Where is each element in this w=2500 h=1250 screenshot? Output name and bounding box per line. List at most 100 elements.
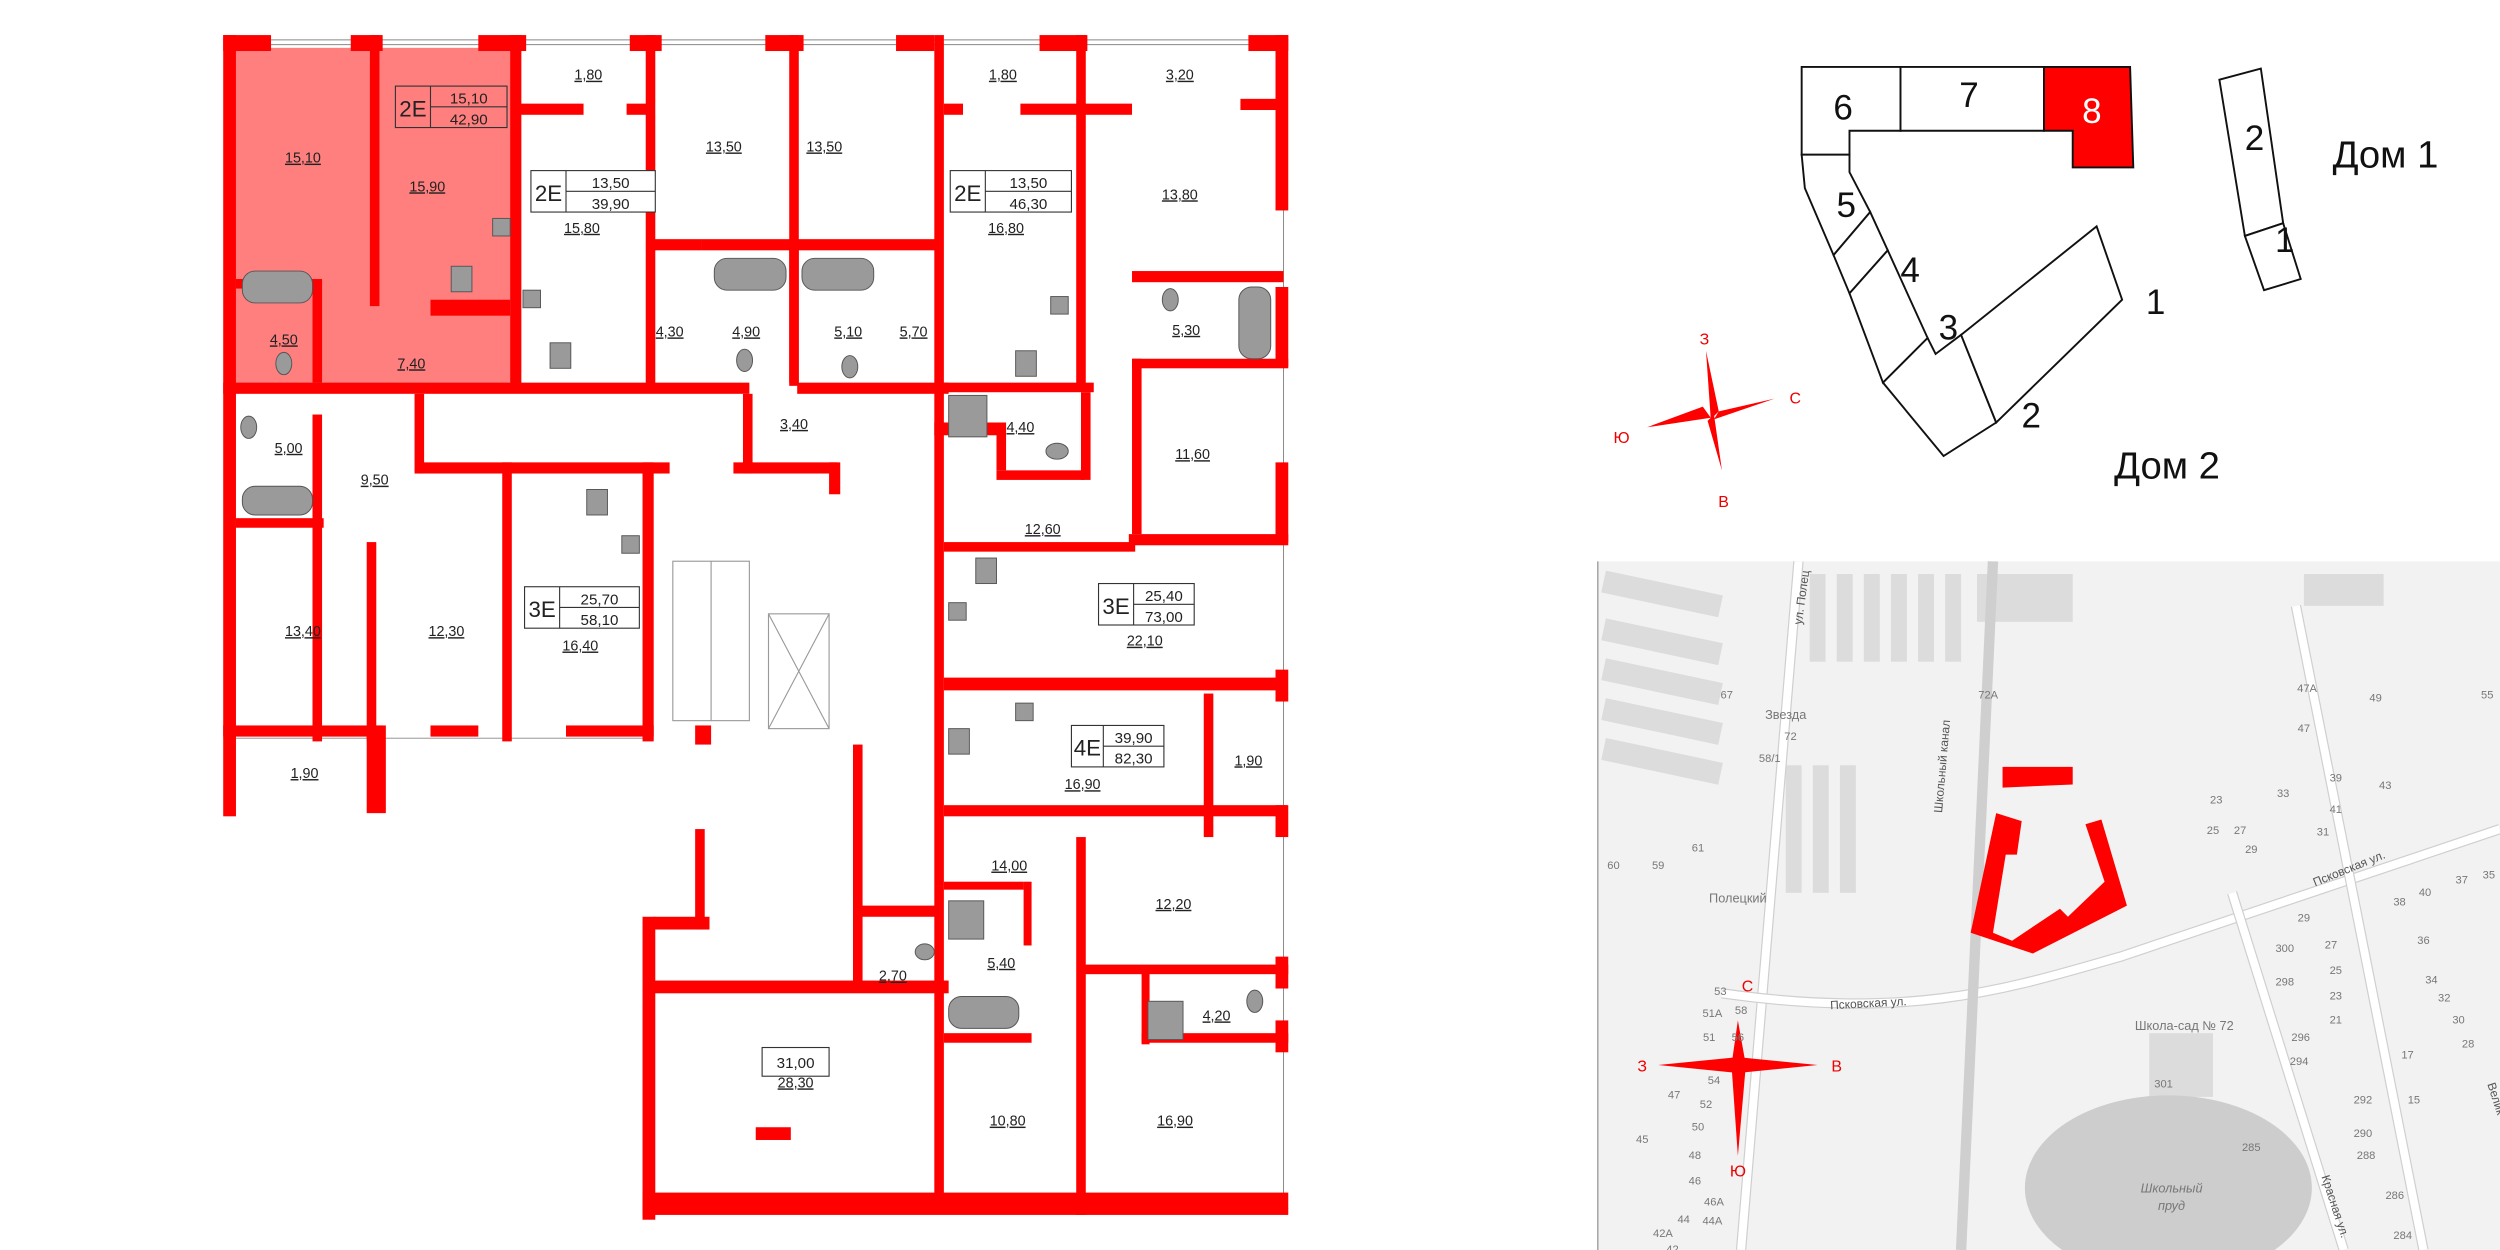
- room-area: 22,10: [1127, 634, 1163, 650]
- house-number-label: 301: [2154, 1078, 2173, 1090]
- house-number-label: 298: [2275, 976, 2294, 988]
- house-number-label: 60: [1607, 860, 1619, 872]
- house-number-label: 59: [1652, 860, 1664, 872]
- section-number: 4: [1900, 251, 1920, 290]
- compass-label: В: [1718, 494, 1729, 511]
- house-number-label: 296: [2291, 1032, 2310, 1044]
- house-number-label: 39: [2330, 772, 2342, 784]
- sink-icon: [1015, 702, 1034, 722]
- apartment-total-area: 82,30: [1115, 751, 1153, 768]
- poi-label[interactable]: Звезда: [1765, 707, 1807, 722]
- location-map[interactable]: С В З Ю ул. Полец Школьный канал Псковск…: [1597, 561, 2500, 1250]
- apartment-label-2e[interactable]: 2E 13,50 46,30: [949, 170, 1072, 213]
- section-number: 3: [1939, 309, 1959, 348]
- house-number-label: 53: [1714, 986, 1726, 998]
- room-area: 4,50: [270, 332, 298, 348]
- room-area: 10,80: [990, 1114, 1026, 1130]
- room-area: 7,40: [397, 356, 425, 372]
- room-areas: 15,10 15,90 1,80 13,50 13,50 15,80 1,80 …: [270, 68, 1263, 1130]
- room-area: 13,50: [706, 139, 742, 155]
- apartment-type: 2E: [535, 181, 562, 206]
- compass-label: З: [1637, 1058, 1647, 1075]
- house-number-label: 290: [2354, 1128, 2373, 1140]
- house-number-label: 37: [2456, 874, 2468, 886]
- shower-icon: [948, 394, 988, 438]
- room-area: 13,80: [1162, 187, 1198, 203]
- compass-label: В: [1831, 1058, 1842, 1075]
- house-number-label: 286: [2385, 1190, 2404, 1202]
- apartment-label-4e[interactable]: 4E 39,90 82,30: [1070, 724, 1165, 768]
- commercial-area-label[interactable]: 31,00: [761, 1046, 830, 1077]
- section-number: 8: [2082, 92, 2102, 131]
- sanitary-fixtures: [240, 217, 1272, 1041]
- room-area: 5,70: [900, 324, 928, 340]
- house-number-label: 15: [2408, 1094, 2420, 1106]
- apartment-living-area: 25,40: [1145, 588, 1183, 605]
- section-number: 1: [2275, 221, 2295, 260]
- apartment-living-area: 13,50: [1009, 175, 1047, 192]
- elevator-shaft: [767, 613, 830, 730]
- apartment-label-2e[interactable]: 2E 13,50 39,90: [530, 170, 656, 213]
- house-number-label: 55: [2481, 689, 2493, 701]
- stove-icon: [450, 265, 473, 293]
- bathtub-icon: [241, 270, 313, 304]
- house-number-label: 29: [2298, 913, 2310, 925]
- apartment-total-area: 46,30: [1009, 196, 1047, 213]
- room-area: 4,90: [732, 324, 760, 340]
- room-area: 28,30: [778, 1075, 814, 1091]
- house-number-label: 30: [2452, 1015, 2464, 1027]
- apartment-type: 2E: [399, 96, 426, 121]
- room-area: 5,10: [834, 324, 862, 340]
- poi-label[interactable]: Полецкий: [1709, 890, 1767, 905]
- house-number-label: 52: [1700, 1099, 1712, 1111]
- house-number-label: 33: [2277, 788, 2289, 800]
- floor-plan: 2E 15,10 42,90 2E 13,50 39,90 2E 13,50 4…: [223, 35, 1289, 1220]
- apartment-total-area: 58,10: [581, 612, 619, 629]
- section-scheme: 6 7 8 5 4 3 2 1 2 1 Дом 1 Дом 2 З С Ю В: [1613, 66, 2438, 511]
- section-8-selected[interactable]: [2043, 66, 2135, 169]
- stove-icon: [549, 342, 572, 369]
- house-number-label: 34: [2425, 975, 2437, 987]
- toilet-icon: [240, 415, 258, 439]
- apartment-type: 3E: [1102, 594, 1129, 619]
- apartment-living-area: 39,90: [1115, 730, 1153, 747]
- room-area: 3,40: [780, 417, 808, 433]
- compass-label: С: [1790, 390, 1802, 407]
- room-area: 16,80: [988, 221, 1024, 237]
- compass-label: С: [1742, 979, 1754, 996]
- house-number-label: 58/1: [1759, 753, 1781, 765]
- room-area: 5,00: [275, 441, 303, 457]
- house-number-label: 47А: [2297, 683, 2317, 695]
- house-number-label: 67: [1721, 689, 1733, 701]
- apartment-label-3e[interactable]: 3E 25,70 58,10: [523, 586, 640, 629]
- house-number-label: 56: [1732, 1032, 1744, 1044]
- house-number-label: 51А: [1702, 1008, 1722, 1020]
- stove-icon: [586, 488, 608, 516]
- poi-label[interactable]: Школа-сад № 72: [2135, 1018, 2234, 1033]
- house-number-label: 61: [1692, 842, 1704, 854]
- house-number-label: 288: [2357, 1150, 2376, 1162]
- apartment-type: 3E: [528, 597, 555, 622]
- bathtub-icon: [948, 996, 1020, 1029]
- room-area: 14,00: [991, 859, 1027, 875]
- compass-label: З: [1700, 331, 1710, 348]
- apartment-label-3e[interactable]: 3E 25,40 73,00: [1097, 582, 1195, 626]
- apartment-living-area: 15,10: [450, 91, 488, 108]
- room-area: 13,40: [285, 624, 321, 640]
- project-site-marker: [1970, 766, 2127, 954]
- room-area: 1,80: [574, 68, 602, 84]
- house1-section-1[interactable]: [2243, 221, 2302, 292]
- room-area: 1,90: [1234, 753, 1262, 769]
- section-number: 2: [2245, 119, 2265, 158]
- room-area: 5,30: [1172, 323, 1200, 339]
- house-number-label: 21: [2330, 1015, 2342, 1027]
- house-number-label: 27: [2234, 825, 2246, 837]
- house-number-label: 23: [2210, 795, 2222, 807]
- section-1[interactable]: [1959, 224, 2124, 425]
- toilet-icon: [1161, 288, 1179, 312]
- map-buildings: [1601, 570, 2384, 1097]
- stove-icon: [975, 557, 997, 585]
- room-area: 15,10: [285, 151, 321, 167]
- house-numbers: 67 72А 72 58/1 61 59 47А 49 55 47 39 43 …: [1607, 683, 2495, 1250]
- apartment-label-2e-selected[interactable]: 2E 15,10 42,90: [394, 85, 508, 128]
